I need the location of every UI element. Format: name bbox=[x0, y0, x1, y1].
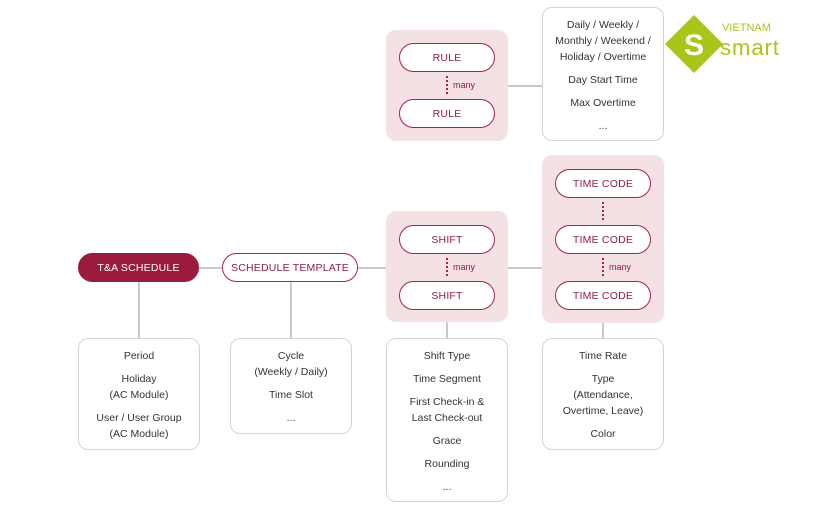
shift-attr-checkin: First Check-in & Last Check-out bbox=[409, 396, 485, 424]
logo-text-top: VIETNAM bbox=[722, 22, 771, 34]
template-attr-time-slot: Time Slot bbox=[269, 389, 313, 401]
shift-node-1[interactable]: SHIFT bbox=[399, 225, 495, 254]
time-code-node-1[interactable]: TIME CODE bbox=[555, 169, 651, 198]
ta-schedule-node[interactable]: T&A SCHEDULE bbox=[78, 253, 199, 282]
time-code-attr-type: Type (Attendance, Overtime, Leave) bbox=[562, 373, 644, 417]
rule-many-connector bbox=[446, 76, 448, 94]
rule-attr-period-type: Daily / Weekly / Monthly / Weekend / Hol… bbox=[555, 19, 651, 63]
rule-node-2[interactable]: RULE bbox=[399, 99, 495, 128]
shift-attr-grace: Grace bbox=[432, 435, 462, 447]
schedule-template-attributes-card: Cycle (Weekly / Daily) Time Slot ... bbox=[230, 338, 352, 434]
rule-attr-max-overtime: Max Overtime bbox=[570, 97, 636, 109]
rule-many-label: many bbox=[453, 80, 476, 90]
shift-attr-segment: Time Segment bbox=[413, 373, 481, 385]
time-code-dotted-connector bbox=[602, 202, 604, 220]
time-code-many-label: many bbox=[609, 262, 632, 272]
rule-node-1[interactable]: RULE bbox=[399, 43, 495, 72]
rule-attr-more: ... bbox=[598, 120, 608, 132]
shift-attr-type: Shift Type bbox=[423, 350, 471, 362]
time-code-attr-rate: Time Rate bbox=[578, 350, 628, 362]
ta-attr-period: Period bbox=[123, 350, 155, 362]
connector-rule-to-card bbox=[507, 85, 542, 87]
logo-text-main: smart bbox=[720, 35, 780, 60]
template-attr-cycle: Cycle (Weekly / Daily) bbox=[254, 350, 328, 378]
shift-many-connector bbox=[446, 258, 448, 276]
connector-ta-to-template bbox=[198, 267, 222, 269]
connector-ta-to-card bbox=[138, 282, 140, 338]
time-code-node-3[interactable]: TIME CODE bbox=[555, 281, 651, 310]
time-code-node-2[interactable]: TIME CODE bbox=[555, 225, 651, 254]
time-code-attributes-card: Time Rate Type (Attendance, Overtime, Le… bbox=[542, 338, 664, 450]
shift-attr-more: ... bbox=[442, 481, 452, 493]
time-code-many-connector bbox=[602, 258, 604, 276]
shift-node-2[interactable]: SHIFT bbox=[399, 281, 495, 310]
connector-template-to-card bbox=[290, 282, 292, 338]
rule-attr-day-start: Day Start Time bbox=[568, 74, 638, 86]
ta-schedule-attributes-card: Period Holiday (AC Module) User / User G… bbox=[78, 338, 200, 450]
rule-attributes-card: Daily / Weekly / Monthly / Weekend / Hol… bbox=[542, 7, 664, 141]
connector-template-to-shift-group bbox=[357, 267, 387, 269]
connector-timecode-to-card bbox=[602, 322, 604, 338]
logo-diamond-icon: S VIETNAM smart bbox=[665, 15, 780, 73]
schedule-template-node[interactable]: SCHEDULE TEMPLATE bbox=[222, 253, 358, 282]
template-attr-more: ... bbox=[286, 412, 296, 424]
ta-attr-user-group: User / User Group (AC Module) bbox=[96, 412, 182, 440]
connector-shift-to-timecode-group bbox=[507, 267, 542, 269]
time-code-attr-color: Color bbox=[590, 428, 616, 440]
shift-attributes-card: Shift Type Time Segment First Check-in &… bbox=[386, 338, 508, 502]
shift-attr-rounding: Rounding bbox=[424, 458, 470, 470]
connector-shift-to-card bbox=[446, 322, 448, 338]
ta-attr-holiday: Holiday (AC Module) bbox=[109, 373, 169, 401]
shift-many-label: many bbox=[453, 262, 476, 272]
vietnam-smart-logo: S VIETNAM smart bbox=[660, 10, 810, 80]
logo-glyph: S bbox=[684, 29, 704, 62]
